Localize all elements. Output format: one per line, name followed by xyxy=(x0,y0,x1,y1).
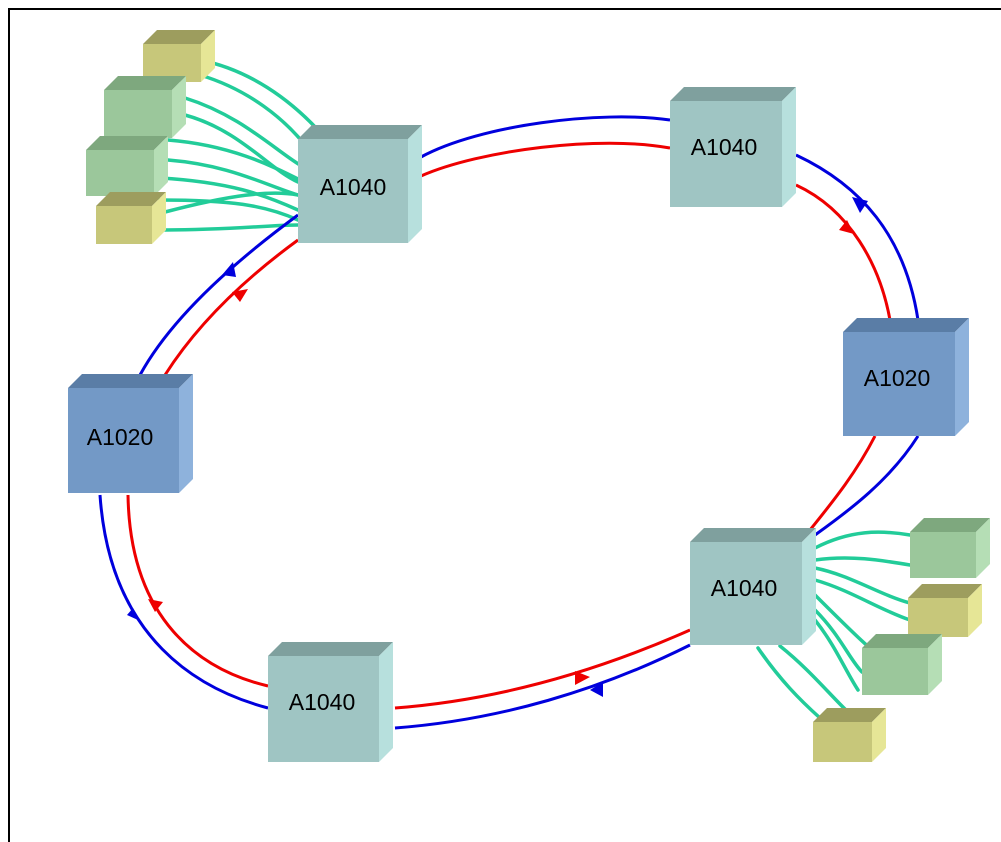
arrow-counter-topleft xyxy=(232,289,248,302)
node-bottom-right: A1040 xyxy=(690,528,816,645)
client-box-tl-3 xyxy=(86,136,168,196)
arrow-counter-bottom xyxy=(575,671,590,685)
node-top-right: A1040 xyxy=(670,87,796,207)
arrow-clockwise-bottom xyxy=(590,682,603,697)
client-box-br-3 xyxy=(862,634,942,695)
ring-clockwise xyxy=(98,115,920,730)
arrow-clockwise-left xyxy=(127,608,138,620)
arrow-counter-left xyxy=(148,599,163,612)
client-box-tl-2 xyxy=(104,76,186,138)
ring-arrows xyxy=(127,197,868,697)
client-box-br-2 xyxy=(908,584,982,637)
diagram-frame xyxy=(8,8,1001,842)
arrow-clockwise-topleft xyxy=(222,262,236,277)
node-label: A1040 xyxy=(289,689,356,715)
node-label: A1040 xyxy=(711,575,778,601)
node-label: A1020 xyxy=(864,365,931,391)
tributary-links-top-left xyxy=(158,58,320,232)
arrow-counter-right xyxy=(839,220,854,234)
node-top-left: A1040 xyxy=(298,125,422,243)
node-label: A1020 xyxy=(87,424,154,450)
node-bottom: A1040 xyxy=(268,642,393,762)
node-right: A1020 xyxy=(843,318,969,436)
client-box-tl-1 xyxy=(143,30,215,82)
ring-counterclockwise xyxy=(126,141,892,710)
node-left: A1020 xyxy=(68,374,193,493)
node-label: A1040 xyxy=(320,174,387,200)
client-box-tl-4 xyxy=(96,192,166,244)
arrow-clockwise-right xyxy=(852,197,868,213)
node-label: A1040 xyxy=(691,134,758,160)
client-box-br-4 xyxy=(813,708,886,762)
client-box-br-1 xyxy=(910,518,990,578)
tributary-links-bottom-right xyxy=(756,530,912,720)
